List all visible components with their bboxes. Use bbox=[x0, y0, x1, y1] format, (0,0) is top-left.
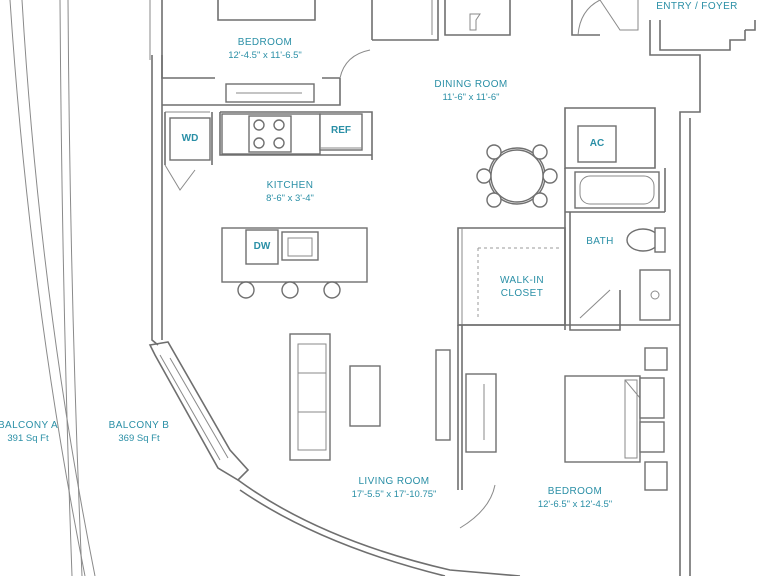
wd-tag: WD bbox=[181, 133, 199, 144]
coffee-table bbox=[349, 365, 381, 427]
bedroom-bottom-walls bbox=[457, 324, 680, 490]
bedroom-top-name: BEDROOM bbox=[237, 37, 293, 48]
bedroom-top-walls bbox=[161, 0, 373, 106]
ref-tag: REF bbox=[331, 125, 351, 136]
label-entry: ENTRY / FOYER bbox=[656, 0, 738, 13]
balcony-a-outline bbox=[9, 0, 86, 576]
balcony-a-name: BALCONY A bbox=[0, 420, 59, 431]
bed bbox=[564, 375, 641, 463]
label-balcony-b: BALCONY B 369 Sq Ft bbox=[109, 419, 170, 445]
label-bedroom-bottom: BEDROOM 12'-6.5" x 12'-4.5" bbox=[538, 485, 612, 511]
bedroom-bottom-name: BEDROOM bbox=[547, 486, 603, 497]
nightstand-bottom bbox=[644, 461, 668, 491]
ac-tag: AC bbox=[589, 138, 605, 149]
dining-name: DINING ROOM bbox=[434, 79, 508, 90]
dw-tag: DW bbox=[253, 241, 271, 252]
label-balcony-a: BALCONY A 391 Sq Ft bbox=[0, 419, 58, 445]
label-kitchen: KITCHEN 8'-6" x 3'-4" bbox=[266, 179, 314, 205]
label-walkin: WALK-IN CLOSET bbox=[500, 274, 544, 300]
bath-name: BATH bbox=[586, 236, 614, 247]
bedroom-bottom-dims: 12'-6.5" x 12'-4.5" bbox=[537, 499, 613, 510]
sofa bbox=[289, 333, 331, 461]
nightstand-top bbox=[644, 347, 668, 371]
label-bath: BATH bbox=[586, 235, 614, 248]
balcony-b-outline bbox=[59, 0, 73, 576]
toilet bbox=[626, 228, 660, 252]
door-swing-bedroom bbox=[339, 49, 371, 79]
door-swing-living bbox=[459, 484, 496, 529]
label-dining: DINING ROOM 11'-6" x 11'-6" bbox=[434, 78, 507, 104]
dining-table-top bbox=[490, 149, 544, 203]
kitchen-walls bbox=[219, 111, 373, 160]
dishwasher bbox=[245, 229, 279, 265]
washer-dryer bbox=[169, 117, 211, 161]
vanity bbox=[639, 269, 671, 321]
tv-console bbox=[435, 349, 451, 441]
balcony-a-outline-inner bbox=[21, 0, 96, 576]
balcony-a-dims: 391 Sq Ft bbox=[7, 433, 49, 444]
west-wall bbox=[151, 55, 159, 346]
bedroom-desk bbox=[465, 373, 497, 453]
walkin-name2: CLOSET bbox=[500, 288, 544, 299]
kitchen-name: KITCHEN bbox=[266, 180, 314, 191]
dining-dims: 11'-6" x 11'-6" bbox=[442, 92, 500, 103]
living-dims: 17'-5.5" x 17'-10.75" bbox=[351, 489, 437, 500]
bedroom-top-dims: 12'-4.5" x 11'-6.5" bbox=[228, 50, 302, 61]
label-living: LIVING ROOM 17'-5.5" x 17'-10.75" bbox=[352, 475, 437, 501]
walkin-name: WALK-IN bbox=[499, 275, 545, 286]
entry-wall bbox=[659, 20, 746, 51]
bathtub bbox=[574, 171, 660, 209]
label-bedroom-top: BEDROOM 12'-4.5" x 11'-6.5" bbox=[228, 36, 302, 62]
south-facade bbox=[237, 479, 521, 576]
balcony-b-dims: 369 Sq Ft bbox=[118, 433, 160, 444]
door-swing-entry bbox=[577, 0, 601, 36]
living-name: LIVING ROOM bbox=[358, 476, 430, 487]
refrigerator bbox=[319, 113, 363, 151]
balcony-b-outline-inner bbox=[67, 0, 83, 576]
entry-name: ENTRY / FOYER bbox=[656, 1, 738, 12]
curved-facade bbox=[148, 341, 250, 482]
ac-closet bbox=[564, 107, 656, 169]
dresser bbox=[639, 377, 665, 419]
kitchen-dims: 8'-6" x 3'-4" bbox=[266, 193, 314, 204]
balcony-b-name: BALCONY B bbox=[108, 420, 170, 431]
